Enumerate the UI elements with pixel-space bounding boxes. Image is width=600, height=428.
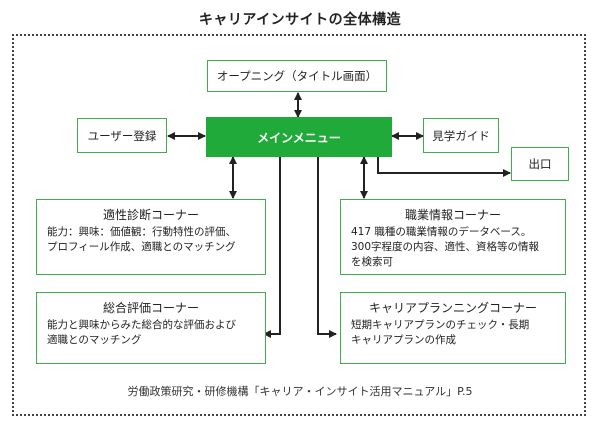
overall-heading: 総合評価コーナー bbox=[102, 301, 199, 315]
tour-guide-box: 見学ガイド bbox=[423, 118, 499, 153]
main-menu-box: メインメニュー bbox=[206, 117, 392, 157]
exit-box: 出口 bbox=[511, 147, 569, 181]
job-info-corner-box: 職業情報コーナー 417 職種の職業情報のデータベース。 300字程度の内容、適… bbox=[340, 199, 566, 275]
overall-evaluation-box: 総合評価コーナー 能力と興味からみた総合的な評価および 適職とのマッチング bbox=[36, 292, 266, 364]
job-info-heading: 職業情報コーナー bbox=[404, 208, 501, 222]
user-registration-box: ユーザー登録 bbox=[77, 118, 167, 153]
user-registration-label: ユーザー登録 bbox=[87, 128, 157, 143]
job-info-desc-line-1: 417 職種の職業情報のデータベース。 bbox=[351, 226, 532, 238]
diagram-title: キャリアインサイトの全体構造 bbox=[198, 12, 402, 28]
source-credit: 労働政策研究・研修機構「キャリア・インサイト活用マニュアル」P.5 bbox=[127, 385, 473, 398]
main-menu-label: メインメニュー bbox=[257, 130, 341, 145]
arrow-main-overall bbox=[263, 157, 281, 338]
exit-label: 出口 bbox=[528, 157, 552, 171]
arrow-main-exit bbox=[377, 157, 511, 177]
overall-desc-line-2: 適職とのマッチング bbox=[47, 334, 142, 346]
career-planning-desc-line-2: キャリアプランの作成 bbox=[351, 334, 456, 346]
job-info-desc-line-3: を検索可 bbox=[351, 256, 393, 268]
opening-label: オープニング（タイトル画面） bbox=[216, 69, 378, 83]
tour-guide-label: 見学ガイド bbox=[432, 128, 490, 143]
career-planning-box: キャリアプランニングコーナー 短期キャリアプランのチェック・長期 キャリアプラン… bbox=[340, 292, 566, 364]
opening-box: オープニング（タイトル画面） bbox=[207, 60, 387, 92]
aptitude-desc-line-1: 能力：興味：価値観：行動特性の評価、 bbox=[47, 226, 236, 238]
job-info-desc-line-2: 300字程度の内容、適性、資格等の情報 bbox=[351, 241, 540, 253]
arrow-main-careerplan bbox=[317, 157, 337, 338]
career-planning-heading: キャリアプランニングコーナー bbox=[368, 301, 537, 315]
dotted-frame bbox=[12, 34, 586, 416]
aptitude-desc-line-2: プロフィール作成、適職とのマッチング bbox=[47, 241, 236, 253]
overall-desc-line-1: 能力と興味からみた総合的な評価および bbox=[47, 319, 236, 331]
aptitude-corner-box: 適性診断コーナー 能力：興味：価値観：行動特性の評価、 プロフィール作成、適職と… bbox=[36, 199, 266, 275]
aptitude-heading: 適性診断コーナー bbox=[102, 208, 199, 222]
career-planning-desc-line-1: 短期キャリアプランのチェック・長期 bbox=[351, 319, 530, 331]
